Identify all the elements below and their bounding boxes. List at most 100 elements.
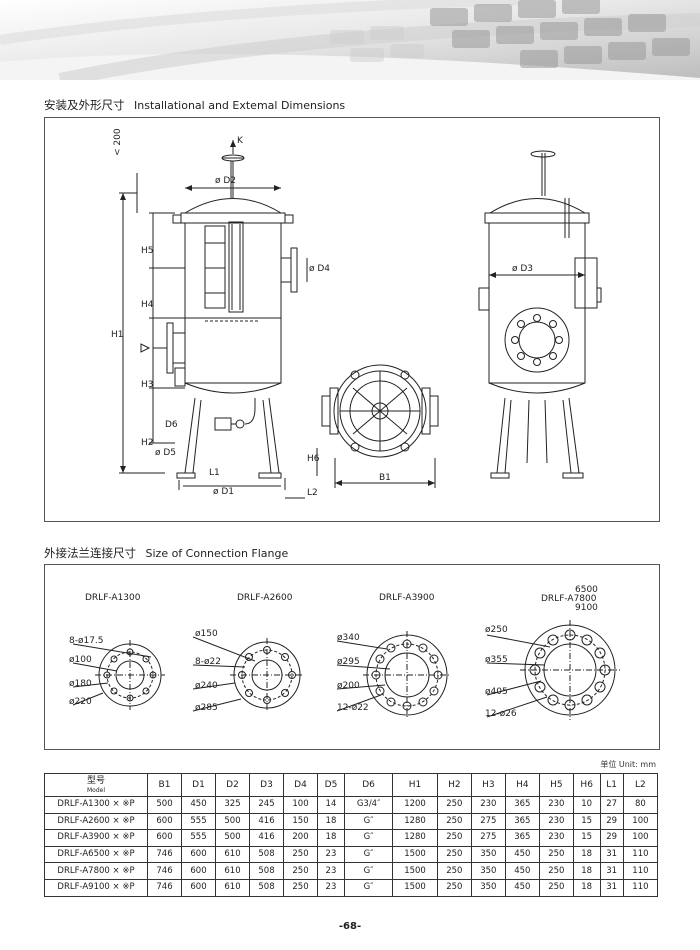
table-cell: 18 [572,845,601,864]
section-title-flange-cn: 外接法兰连接尺寸 [44,546,136,560]
table-cell: 23 [317,845,345,864]
table-cell: 245 [249,796,284,814]
table-cell: 250 [436,845,472,864]
header-col: D4 [283,773,318,797]
table-cell: 350 [470,878,506,897]
table-cell: G″ [343,862,394,880]
table-cell: 1500 [392,862,438,880]
flange-3-label-2: ø200 [337,681,360,691]
flange-4-label-0: ø250 [485,625,508,635]
table-cell: 15 [572,812,601,831]
header-col: D2 [215,773,250,797]
table-cell-model: DRLF-A1300 × ※P [44,796,148,814]
header-model-en: Model [86,787,105,794]
section-title-installation: 安装及外形尺寸 Installational and Extemal Dimen… [44,97,345,113]
table-cell: 100 [622,812,659,831]
table-cell: 600 [147,812,182,831]
table-cell: 450 [504,878,540,897]
table-cell: 31 [599,878,624,897]
header-model: 型号 Model [44,773,148,797]
header-col: H1 [392,773,438,797]
label-d2: ø D2 [215,176,237,186]
flange-2-label-2: ø240 [195,681,218,691]
table-cell: 250 [283,862,318,880]
table-cell: 250 [436,829,472,847]
flange-1-title: DRLF-A1300 [85,593,141,603]
spec-table: 型号 Model B1 D1 D2 D3 D4 D5 D6 H1 H2 H3 H… [44,773,659,897]
flange-2-label-1: 8-ø22 [195,657,221,667]
label-h5: H5 [141,246,154,256]
label-h3: H3 [141,380,154,390]
header-col: L1 [599,773,624,797]
table-cell: 508 [249,845,284,864]
table-cell: 18 [572,862,601,880]
label-h2: H2 [141,438,154,448]
table-cell: 250 [538,878,574,897]
label-b1: B1 [379,473,391,483]
flange-4-label-2: ø405 [485,687,508,697]
table-cell-model: DRLF-A2600 × ※P [44,812,148,831]
table-cell: 110 [622,878,659,897]
unit-note: 单位 Unit: mm [600,760,656,769]
table-cell: 555 [181,829,216,847]
table-cell: 80 [622,796,659,814]
table-cell: G″ [343,829,394,847]
label-d5: ø D5 [155,448,177,458]
flange-1-label-3: ø220 [69,697,92,707]
table-cell: 18 [572,878,601,897]
table-cell: 15 [572,829,601,847]
label-h6: H6 [307,454,320,464]
table-cell-model: DRLF-A3900 × ※P [44,829,148,847]
table-cell: 1500 [392,845,438,864]
table-cell: 200 [283,829,318,847]
table-cell: 31 [599,862,624,880]
table-cell: 746 [147,862,182,880]
table-cell: 23 [317,878,345,897]
table-cell: 1280 [392,812,438,831]
section-title-flange-en: Size of Connection Flange [145,547,289,560]
table-cell: G3/4″ [343,796,394,814]
section-title-installation-cn: 安装及外形尺寸 [44,98,125,112]
table-cell: 18 [317,812,345,831]
flange-a2600 [192,636,304,712]
flange-4-title-line-1: DRLF-A7800 [541,594,597,604]
table-cell: 1280 [392,829,438,847]
table-cell: 230 [538,796,574,814]
header-col: H2 [436,773,472,797]
table-cell: 600 [181,845,216,864]
flange-3-label-0: ø340 [337,633,360,643]
table-cell: 500 [215,812,250,831]
table-cell: 610 [215,862,250,880]
table-cell: G″ [343,845,394,864]
page-number: -68- [338,921,362,932]
flange-4-title-line-2: 9100 [575,603,598,613]
table-cell: 230 [538,812,574,831]
header-col: H3 [470,773,506,797]
header-col: D1 [181,773,216,797]
header-col: H4 [504,773,540,797]
flange-1-label-2: ø180 [69,679,92,689]
table-cell: 1200 [392,796,438,814]
table-cell-model: DRLF-A7800 × ※P [44,862,148,880]
table-cell: 365 [504,829,540,847]
table-cell: 350 [470,845,506,864]
table-cell: 365 [504,812,540,831]
section-title-installation-en: Installational and Extemal Dimensions [134,99,346,112]
table-cell: 416 [249,812,284,831]
label-d6: D6 [165,420,178,430]
table-cell: 275 [470,829,506,847]
table-cell: 27 [599,796,624,814]
table-cell: 350 [470,862,506,880]
table-cell: 230 [538,829,574,847]
table-cell: 600 [147,829,182,847]
keyboard-banner-graphic [0,0,700,80]
header-col: D6 [343,773,394,797]
table-cell: 500 [215,829,250,847]
header-col: L2 [622,773,659,797]
table-cell: 110 [622,845,659,864]
flange-3-label-3: 12-ø22 [337,703,369,713]
table-cell: 29 [599,812,624,831]
label-k: K [237,136,243,146]
table-cell: 450 [181,796,216,814]
